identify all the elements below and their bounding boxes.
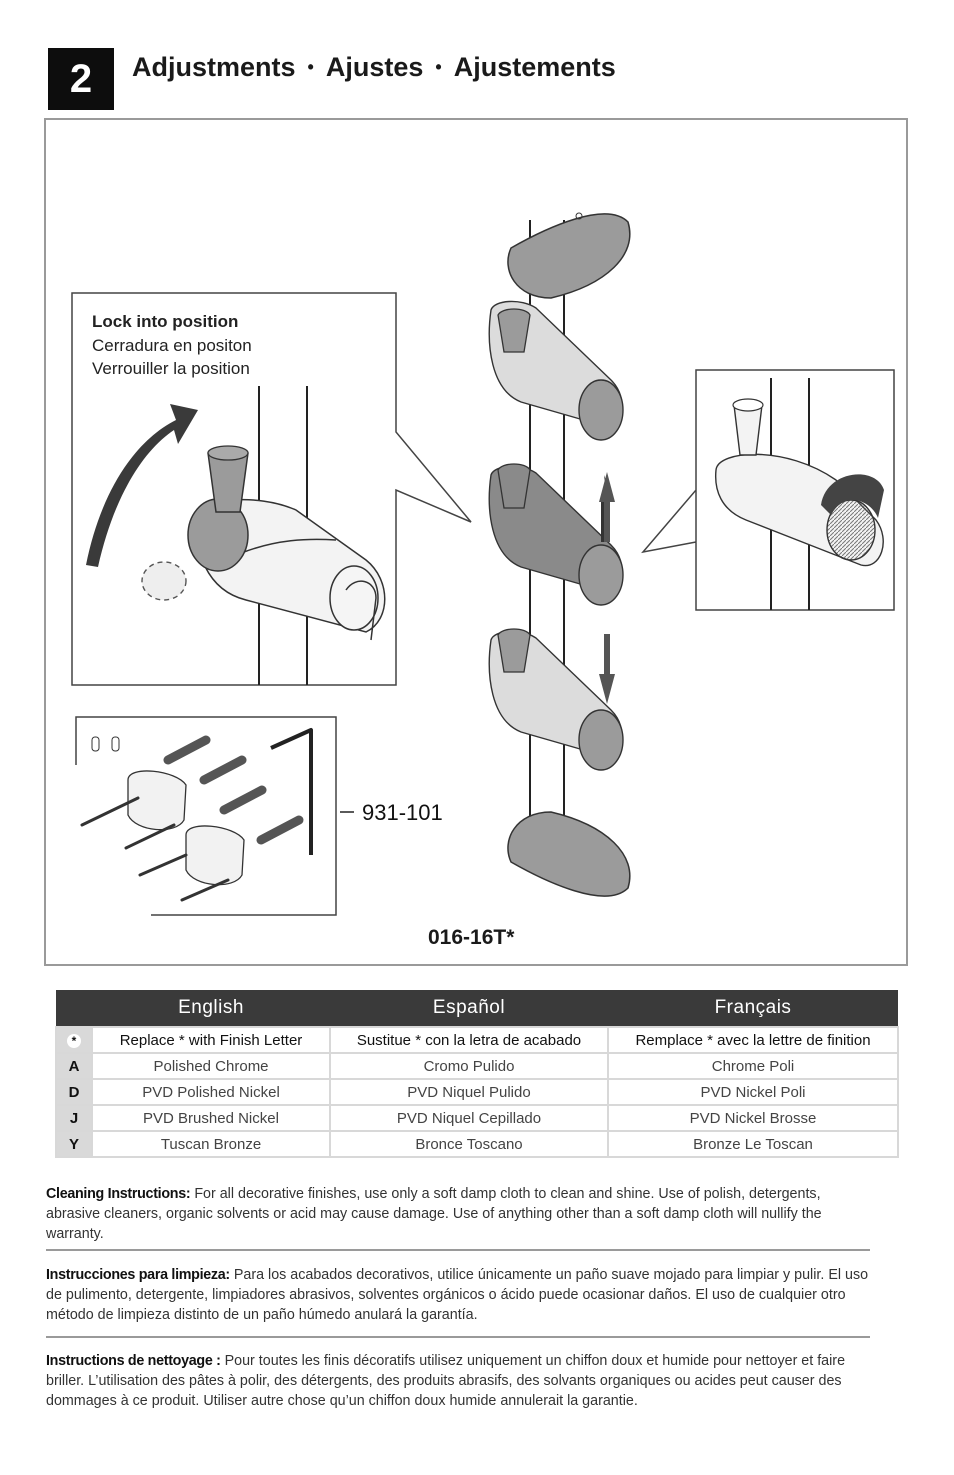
cell-es: PVD Niquel Cepillado — [329, 1104, 609, 1132]
cell-en: PVD Polished Nickel — [91, 1078, 331, 1106]
cell-fr: Bronze Le Toscan — [607, 1130, 899, 1158]
cell-es: Cromo Pulido — [329, 1052, 609, 1080]
row-code: J — [55, 1104, 93, 1132]
table-row: A Polished Chrome Cromo Pulido Chrome Po… — [55, 1052, 899, 1080]
header-blank — [56, 990, 92, 1027]
cell-fr: PVD Nickel Brosse — [607, 1104, 899, 1132]
cleaning-label-es: Instrucciones para limpieza: — [46, 1267, 230, 1283]
divider — [46, 1249, 870, 1251]
header-francais: Français — [608, 990, 898, 1027]
holder-bottom — [488, 628, 624, 771]
cleaning-text-en: For all decorative finishes, use only a … — [46, 1186, 822, 1242]
callout-line-en: Lock into position — [92, 312, 239, 331]
holder-middle — [488, 463, 624, 606]
cell-fr: PVD Nickel Poli — [607, 1078, 899, 1106]
model-number: 016-16T* — [428, 926, 515, 949]
rotate-arrow-icon — [86, 404, 198, 567]
step-number: 2 — [48, 48, 114, 110]
cleaning-text-es: Para los acabados decorativos, utilice ú… — [46, 1267, 869, 1323]
cleaning-text-fr: Pour toutes les finis décoratifs utilise… — [46, 1353, 846, 1409]
page-title: Adjustments • Ajustes • Ajustements — [132, 52, 616, 83]
cleaning-instructions-fr: Instructions de nettoyage : Pour toutes … — [46, 1351, 872, 1411]
table-row: * Replace * with Finish Letter Sustitue … — [55, 1026, 899, 1054]
slide-bar-assembly — [488, 212, 631, 897]
hardware-box — [75, 716, 354, 916]
cell-fr: Chrome Poli — [607, 1052, 899, 1080]
header-espanol: Español — [330, 990, 608, 1027]
title-es: Ajustes — [325, 52, 424, 82]
cell-en: PVD Brushed Nickel — [91, 1104, 331, 1132]
lock-callout-text: Lock into position Cerradura en positon … — [92, 310, 252, 381]
title-fr: Ajustements — [453, 52, 616, 82]
title-en: Adjustments — [132, 52, 296, 82]
hex-key-icon — [270, 728, 313, 855]
star-badge: * — [67, 1033, 81, 1048]
cleaning-label-fr: Instructions de nettoyage : — [46, 1353, 221, 1369]
rotate-callout-box — [641, 369, 895, 611]
cell-en: Tuscan Bronze — [91, 1130, 331, 1158]
table-row: Y Tuscan Bronze Bronce Toscano Bronze Le… — [55, 1130, 899, 1158]
down-arrow-icon — [599, 634, 615, 704]
header-english: English — [92, 990, 330, 1027]
lock-callout-box — [71, 292, 472, 686]
row-code: Y — [55, 1130, 93, 1158]
row-code: * — [55, 1026, 93, 1054]
rotate-arrow-icon — [821, 474, 884, 518]
anchor-icon — [163, 735, 304, 845]
cleaning-label-en: Cleaning Instructions: — [46, 1186, 191, 1202]
part-number: 931-101 — [362, 800, 443, 825]
assembly-illustration: Lock into position Cerradura en positon … — [44, 118, 908, 966]
cleaning-instructions-en: Cleaning Instructions: For all decorativ… — [46, 1184, 872, 1244]
assembly-drawing — [71, 212, 895, 916]
cell-en: Polished Chrome — [91, 1052, 331, 1080]
divider — [46, 1336, 870, 1338]
callout-line-es: Cerradura en positon — [92, 335, 252, 355]
row-code: D — [55, 1078, 93, 1106]
cell-fr: Remplace * avec la lettre de finition — [607, 1026, 899, 1054]
holder-top — [488, 300, 624, 441]
row-code: A — [55, 1052, 93, 1080]
table-row: D PVD Polished Nickel PVD Niquel Pulido … — [55, 1078, 899, 1106]
cell-es: Sustitue * con la letra de acabado — [329, 1026, 609, 1054]
title-separator: • — [435, 57, 442, 77]
cell-es: PVD Niquel Pulido — [329, 1078, 609, 1106]
cell-es: Bronce Toscano — [329, 1130, 609, 1158]
finish-table-header: English Español Français — [56, 990, 898, 1027]
title-separator: • — [307, 57, 314, 77]
cell-en: Replace * with Finish Letter — [91, 1026, 331, 1054]
cleaning-instructions-es: Instrucciones para limpieza: Para los ac… — [46, 1265, 872, 1325]
up-arrow-icon — [599, 472, 615, 542]
callout-line-fr: Verrouiller la position — [92, 359, 250, 378]
table-row: J PVD Brushed Nickel PVD Niquel Cepillad… — [55, 1104, 899, 1132]
finish-table: English Español Français * Replace * wit… — [55, 990, 899, 1158]
screw-icon — [80, 796, 230, 902]
